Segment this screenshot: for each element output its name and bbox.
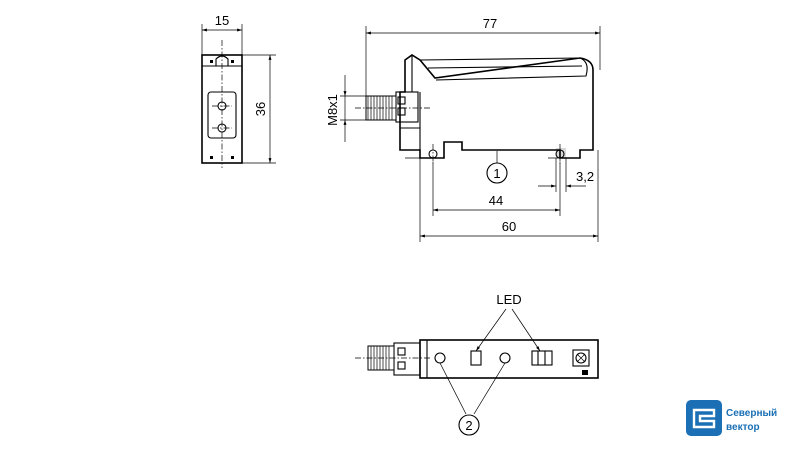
front-bottom-mark-right [231,156,234,159]
front-corner-mark-right [231,60,234,63]
dimension-total-length: 77 [365,16,601,96]
led-callout-label: LED [496,292,521,307]
top-bottom-mark [582,370,588,375]
callout-item-2: 2 [439,362,506,436]
logo-glyph [692,408,716,429]
dim-label-front-width: 15 [215,13,229,28]
connector-latch-1 [397,96,406,105]
dim-label-connector: M8x1 [325,94,340,126]
dim-label-mount-length: 60 [502,219,516,234]
connector-latch-2 [397,107,406,116]
front-corner-mark-left [210,60,213,63]
dimension-front-width: 15 [201,13,243,55]
dimension-front-height: 36 [242,54,276,164]
slot-insert [556,148,566,158]
top-body-outline [419,339,599,379]
front-view [201,40,243,168]
company-logo: Северный вектор [686,400,777,436]
side-body-outline [399,54,594,159]
led-2 [531,350,553,366]
callout-2-label: 2 [465,418,472,433]
dim-label-slot: 3,2 [576,169,594,184]
side-top-inner [427,65,583,69]
callout-led: LED [475,292,541,352]
logo-mark [686,400,722,436]
screw-square [572,349,590,367]
callout-item-1: 1 [486,151,508,184]
callout-1-label: 1 [493,166,500,181]
screw-cross [576,353,586,363]
side-top-edge [419,57,581,61]
dim-label-hole-spacing: 44 [489,193,503,208]
top-connector-latch-1 [397,347,406,356]
dimension-hole-spacing: 44 [432,162,561,216]
logo-text-line2: вектор [726,422,760,433]
potentiometer-2 [499,352,511,364]
dim-label-total-length: 77 [483,16,497,31]
side-view [355,54,594,164]
dim-label-front-height: 36 [253,102,268,116]
screw-head [575,352,587,364]
dimension-connector: M8x1 [325,75,366,142]
front-bottom-mark-left [210,156,213,159]
dimension-mount-length: 60 [419,150,599,242]
potentiometer-1 [434,352,446,364]
top-connector-latch-2 [397,361,406,370]
top-view [355,339,599,379]
dimension-slot: 3,2 [538,158,594,192]
side-cover-curve [435,57,588,81]
logo-text-line1: Северный [726,408,777,419]
led-1 [470,350,482,366]
